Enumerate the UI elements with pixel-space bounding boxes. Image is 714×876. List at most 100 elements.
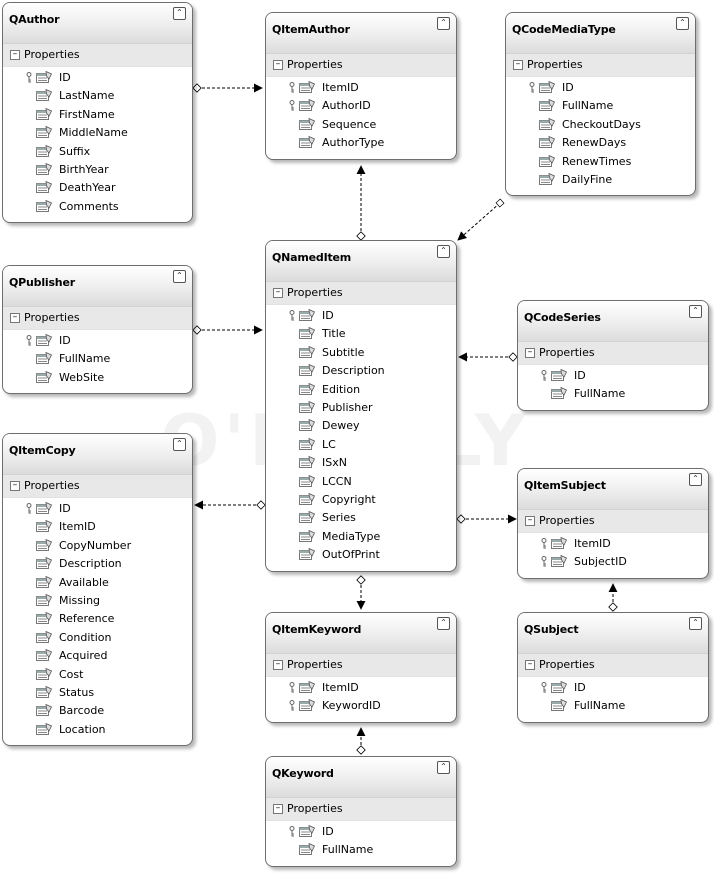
collapse-icon[interactable]: ⌃ [173,7,186,20]
collapse-icon[interactable]: ⌃ [676,17,689,30]
property-row[interactable]: ISxN [266,454,456,472]
property-row[interactable]: MediaType [266,528,456,546]
property-row[interactable]: FullName [518,697,708,715]
entity-qitemkeyword[interactable]: QItemKeyword ⌃ – Properties ItemID [265,612,457,723]
entity-qitemauthor[interactable]: QItemAuthor ⌃ – Properties ItemID [265,12,457,160]
association-qcodemediatype-qnameditem[interactable] [457,198,505,241]
property-row[interactable]: AuthorID [266,97,456,115]
properties-section-header[interactable]: – Properties [518,654,708,677]
property-row[interactable]: ID [3,69,192,87]
entity-header[interactable]: QItemSubject ⌃ [518,469,708,510]
property-row[interactable]: ID [518,367,708,385]
property-row[interactable]: Status [3,684,192,702]
entity-header[interactable]: QNamedItem ⌃ [266,241,456,282]
collapse-icon[interactable]: ⌃ [437,761,450,774]
property-row[interactable]: Subtitle [266,344,456,362]
property-row[interactable]: WebSite [3,369,192,387]
property-row[interactable]: ItemID [266,79,456,97]
collapse-minus-icon[interactable]: – [525,516,535,526]
properties-section-header[interactable]: – Properties [266,54,456,77]
property-row[interactable]: FirstName [3,106,192,124]
property-row[interactable]: Barcode [3,702,192,720]
collapse-icon[interactable]: ⌃ [437,245,450,258]
properties-section-header[interactable]: – Properties [266,282,456,305]
properties-section-header[interactable]: – Properties [3,44,192,67]
collapse-icon[interactable]: ⌃ [437,617,450,630]
collapse-icon[interactable]: ⌃ [689,305,702,318]
property-row[interactable]: Reference [3,610,192,628]
property-row[interactable]: Dewey [266,417,456,435]
property-row[interactable]: Comments [3,198,192,216]
property-row[interactable]: DailyFine [506,171,695,189]
property-row[interactable]: FullName [3,350,192,368]
property-row[interactable]: LC [266,436,456,454]
property-row[interactable]: Description [3,555,192,573]
entity-header[interactable]: QSubject ⌃ [518,613,708,654]
collapse-minus-icon[interactable]: – [273,804,283,814]
property-row[interactable]: LastName [3,87,192,105]
properties-section-header[interactable]: – Properties [518,342,708,365]
entity-qkeyword[interactable]: QKeyword ⌃ – Properties ID FullName [265,756,457,867]
property-row[interactable]: KeywordID [266,697,456,715]
property-row[interactable]: FullName [518,385,708,403]
entity-header[interactable]: QItemKeyword ⌃ [266,613,456,654]
properties-section-header[interactable]: – Properties [3,307,192,330]
property-row[interactable]: CheckoutDays [506,116,695,134]
property-row[interactable]: Series [266,509,456,527]
property-row[interactable]: OutOfPrint [266,546,456,564]
entity-qcodemediatype[interactable]: QCodeMediaType ⌃ – Properties ID FullN [505,12,696,197]
property-row[interactable]: ID [3,500,192,518]
collapse-icon[interactable]: ⌃ [437,17,450,30]
collapse-minus-icon[interactable]: – [10,50,20,60]
collapse-icon[interactable]: ⌃ [173,270,186,283]
entity-header[interactable]: QPublisher ⌃ [3,266,192,307]
property-row[interactable]: RenewTimes [506,153,695,171]
collapse-minus-icon[interactable]: – [273,288,283,298]
property-row[interactable]: ID [3,332,192,350]
entity-qauthor[interactable]: QAuthor ⌃ – Properties ID LastName [2,2,193,224]
collapse-icon[interactable]: ⌃ [689,617,702,630]
property-row[interactable]: DeathYear [3,179,192,197]
entity-header[interactable]: QAuthor ⌃ [3,3,192,44]
collapse-minus-icon[interactable]: – [10,313,20,323]
property-row[interactable]: CopyNumber [3,537,192,555]
property-row[interactable]: ItemID [266,679,456,697]
entity-qitemcopy[interactable]: QItemCopy ⌃ – Properties ID ItemID [2,433,193,747]
properties-section-header[interactable]: – Properties [506,54,695,77]
property-row[interactable]: Description [266,362,456,380]
entity-qnameditem[interactable]: QNamedItem ⌃ – Properties ID Title [265,240,457,572]
property-row[interactable]: Location [3,721,192,739]
property-row[interactable]: FullName [266,841,456,859]
property-row[interactable]: Copyright [266,491,456,509]
collapse-minus-icon[interactable]: – [273,60,283,70]
property-row[interactable]: RenewDays [506,134,695,152]
collapse-icon[interactable]: ⌃ [689,473,702,486]
property-row[interactable]: LCCN [266,473,456,491]
property-row[interactable]: ItemID [518,535,708,553]
property-row[interactable]: ItemID [3,518,192,536]
entity-header[interactable]: QCodeMediaType ⌃ [506,13,695,54]
property-row[interactable]: ID [266,307,456,325]
collapse-minus-icon[interactable]: – [525,348,535,358]
property-row[interactable]: Edition [266,381,456,399]
properties-section-header[interactable]: – Properties [3,475,192,498]
collapse-icon[interactable]: ⌃ [173,438,186,451]
entity-header[interactable]: QKeyword ⌃ [266,757,456,798]
property-row[interactable]: BirthYear [3,161,192,179]
entity-header[interactable]: QItemAuthor ⌃ [266,13,456,54]
property-row[interactable]: ID [506,79,695,97]
property-row[interactable]: Title [266,325,456,343]
property-row[interactable]: ID [518,679,708,697]
property-row[interactable]: Suffix [3,143,192,161]
collapse-minus-icon[interactable]: – [513,60,523,70]
entity-qitemsubject[interactable]: QItemSubject ⌃ – Properties ItemID [517,468,709,579]
property-row[interactable]: Sequence [266,116,456,134]
entity-qsubject[interactable]: QSubject ⌃ – Properties ID FullName [517,612,709,723]
collapse-minus-icon[interactable]: – [10,481,20,491]
properties-section-header[interactable]: – Properties [266,798,456,821]
collapse-minus-icon[interactable]: – [273,660,283,670]
property-row[interactable]: Available [3,574,192,592]
entity-header[interactable]: QCodeSeries ⌃ [518,301,708,342]
property-row[interactable]: SubjectID [518,553,708,571]
entity-qcodeseries[interactable]: QCodeSeries ⌃ – Properties ID FullName [517,300,709,411]
